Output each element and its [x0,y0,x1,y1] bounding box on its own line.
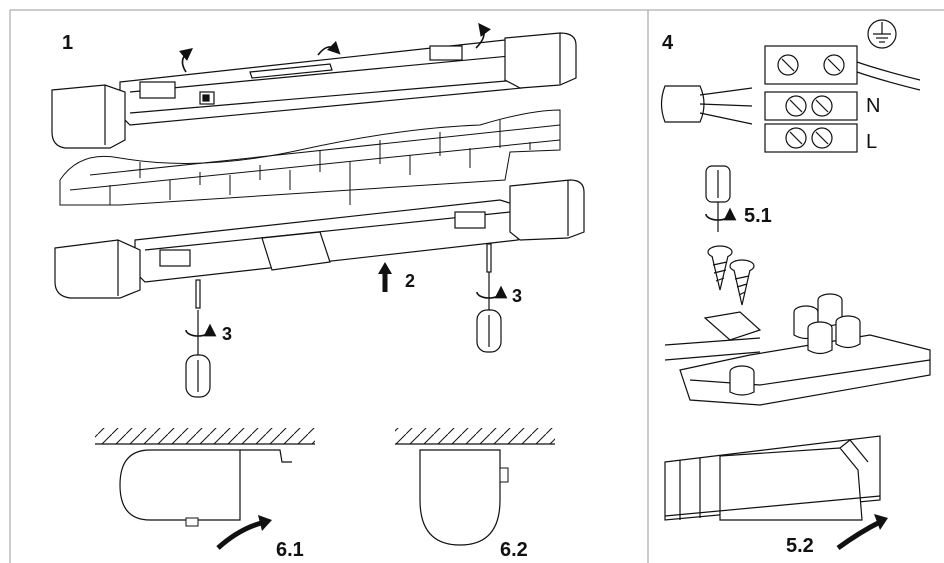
step-1-label: 1 [62,32,73,54]
rotate-arrow-5-2 [836,514,888,551]
frame [9,9,944,563]
screwdriver-right [476,243,502,353]
screwdriver-left [185,279,211,398]
step-6-1-label: 6.1 [276,539,304,561]
screwdriver-5-1 [705,165,731,232]
rotate-arrow-right [476,285,508,299]
rotate-arrow-left [185,323,217,337]
ceiling-mount-6-2 [395,428,555,546]
ceiling-mount-6-1 [95,428,315,550]
step-4-label: 4 [662,32,674,54]
terminal-block-3d [664,293,931,406]
step-5-2-label: 5.2 [786,535,814,557]
step-3-right-label: 3 [512,286,522,306]
step-2-label: 2 [405,271,415,291]
cable-with-wires [660,85,753,125]
luminaire-top [51,32,577,149]
earth-ground-icon [867,19,897,49]
step-6-2-label: 6.2 [500,539,528,561]
luminaire-closeup-5-2 [664,435,881,521]
rotate-arrows-top [179,22,491,73]
terminal-l-label: L [866,131,877,153]
terminal-block [764,45,921,153]
push-up-arrow [378,262,392,292]
rotate-arrow-5-1 [705,207,737,221]
step-3-left-label: 3 [222,324,232,344]
step-5-1-label: 5.1 [744,205,772,227]
luminaire-bottom [54,179,585,299]
terminal-n-label: N [866,95,880,117]
screws [707,245,755,306]
brick-wall [59,109,561,206]
